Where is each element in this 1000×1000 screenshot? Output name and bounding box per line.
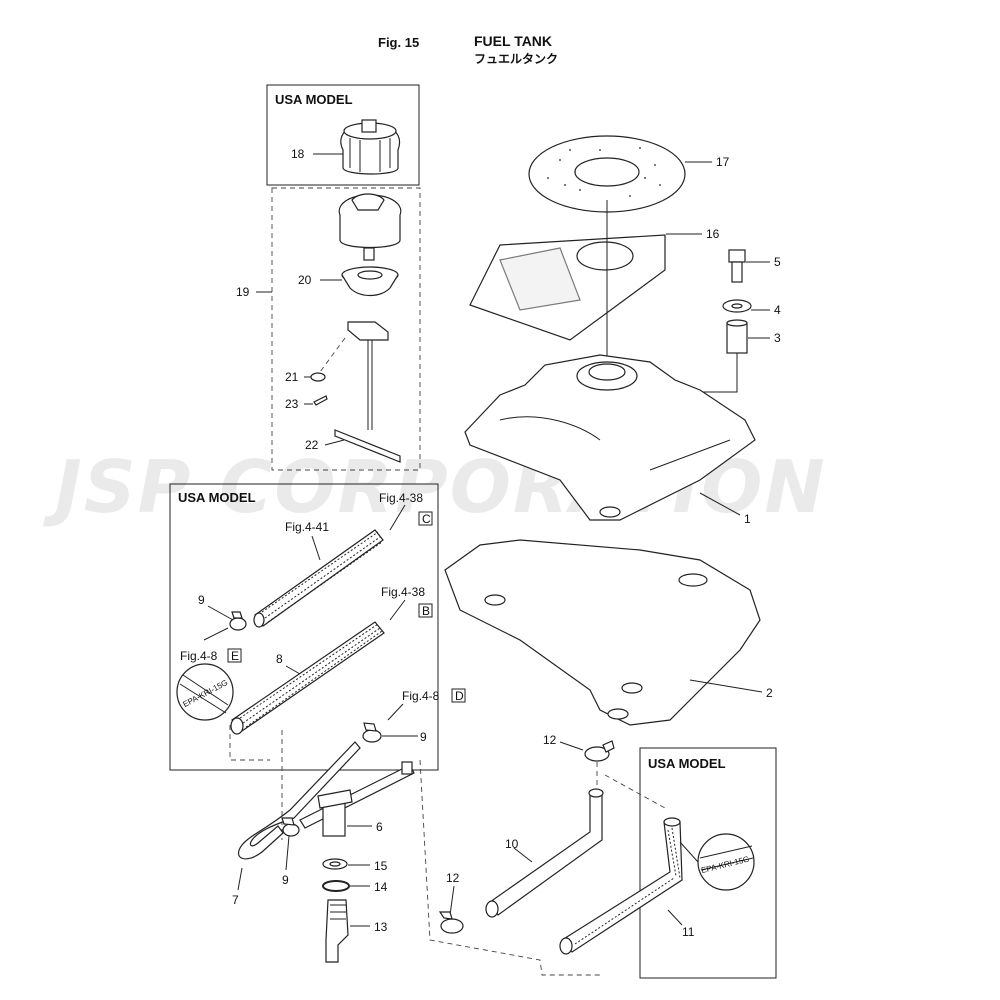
part-label-16: 16 bbox=[706, 227, 720, 241]
epa-tag-lower: EPA-KRI-15G bbox=[697, 833, 755, 891]
clip-9-upper bbox=[229, 611, 247, 631]
ref-letter-d: D bbox=[455, 689, 464, 703]
part-label-13: 13 bbox=[374, 920, 388, 934]
tank-base-2 bbox=[444, 539, 761, 726]
ref-letter-e: E bbox=[231, 649, 239, 663]
ref-letter-d-box bbox=[451, 688, 466, 703]
part-label-6: 6 bbox=[376, 820, 383, 834]
part-label-22: 22 bbox=[305, 438, 319, 452]
collar-3 bbox=[726, 319, 748, 354]
part-label-7: 7 bbox=[232, 893, 239, 907]
ref-letter-e-box bbox=[227, 648, 242, 663]
bolt-5 bbox=[728, 249, 746, 283]
usa-model-label-hoses: USA MODEL bbox=[178, 490, 256, 505]
usa-model-box-hose-11 bbox=[639, 747, 777, 979]
part-label-5: 5 bbox=[774, 255, 781, 269]
part-label-1: 1 bbox=[744, 512, 751, 526]
fuel-hose-7 bbox=[237, 741, 361, 860]
part-label-3: 3 bbox=[774, 331, 781, 345]
figure-title-japanese: フュエルタンク bbox=[474, 52, 559, 66]
part-label-9-upper: 9 bbox=[198, 593, 205, 607]
fuel-cock-6 bbox=[299, 761, 415, 837]
foam-pad-17 bbox=[528, 135, 686, 213]
ref-fig-4-8-d: Fig.4-8 bbox=[402, 689, 440, 703]
clip-9-lower bbox=[281, 817, 300, 837]
ref-fig-4-38-b: Fig.4-38 bbox=[381, 585, 425, 599]
ref-fig-4-41: Fig.4-41 bbox=[285, 520, 329, 534]
part-label-23: 23 bbox=[285, 397, 299, 411]
figure-title: FUEL TANK bbox=[474, 33, 553, 49]
label-sheet-16 bbox=[469, 234, 666, 341]
fuel-cap-assembly bbox=[338, 193, 402, 261]
fuel-hose-11 bbox=[559, 817, 683, 955]
usa-model-box-cap bbox=[266, 84, 420, 186]
cap-gasket-20 bbox=[341, 266, 399, 297]
part-label-19: 19 bbox=[236, 285, 250, 299]
fuel-tank-1 bbox=[464, 354, 756, 521]
figure-number: Fig. 15 bbox=[378, 35, 420, 50]
usa-model-label-hose-11: USA MODEL bbox=[648, 756, 726, 771]
clip-12-top bbox=[584, 740, 615, 762]
assembly-19-dashed-box bbox=[271, 187, 421, 471]
part-label-21: 21 bbox=[285, 370, 299, 384]
part-label-14: 14 bbox=[374, 880, 388, 894]
usa-model-label-cap: USA MODEL bbox=[275, 92, 353, 107]
part-label-9-lower: 9 bbox=[282, 873, 289, 887]
ref-letter-c: C bbox=[422, 512, 431, 526]
pin-23 bbox=[313, 395, 328, 406]
part-label-20: 20 bbox=[298, 273, 312, 287]
part-label-12-bottom: 12 bbox=[446, 871, 460, 885]
fuel-hose-8 bbox=[230, 621, 385, 735]
ref-letter-b-box bbox=[418, 603, 433, 618]
washer-21 bbox=[310, 372, 326, 382]
fuel-gauge-22 bbox=[334, 321, 401, 463]
ref-letter-b: B bbox=[422, 604, 430, 618]
part-label-12-top: 12 bbox=[543, 733, 557, 747]
o-ring-14 bbox=[322, 880, 350, 892]
fuel-hose-10 bbox=[485, 788, 604, 918]
usa-model-box-hoses bbox=[169, 483, 439, 771]
washer-4 bbox=[722, 299, 752, 313]
part-label-11: 11 bbox=[682, 925, 695, 939]
epa-tag-upper: EPA-KRI-15G bbox=[176, 663, 234, 721]
part-label-18: 18 bbox=[291, 147, 305, 161]
breather-hose-upper bbox=[253, 529, 384, 628]
ref-fig-4-8-e: Fig.4-8 bbox=[180, 649, 218, 663]
part-label-9-middle: 9 bbox=[420, 730, 427, 744]
seal-15 bbox=[322, 858, 348, 870]
fuel-cap-18 bbox=[340, 119, 401, 175]
clip-9-middle bbox=[362, 722, 382, 743]
part-label-2: 2 bbox=[766, 686, 773, 700]
part-label-17: 17 bbox=[716, 155, 730, 169]
ref-letter-c-box bbox=[418, 511, 433, 526]
part-label-8: 8 bbox=[276, 652, 283, 666]
strainer-13 bbox=[325, 899, 349, 963]
part-label-4: 4 bbox=[774, 303, 781, 317]
part-label-10: 10 bbox=[505, 837, 519, 851]
ref-fig-4-38-c: Fig.4-38 bbox=[379, 491, 423, 505]
clip-12-bottom bbox=[438, 911, 464, 934]
part-label-15: 15 bbox=[374, 859, 388, 873]
